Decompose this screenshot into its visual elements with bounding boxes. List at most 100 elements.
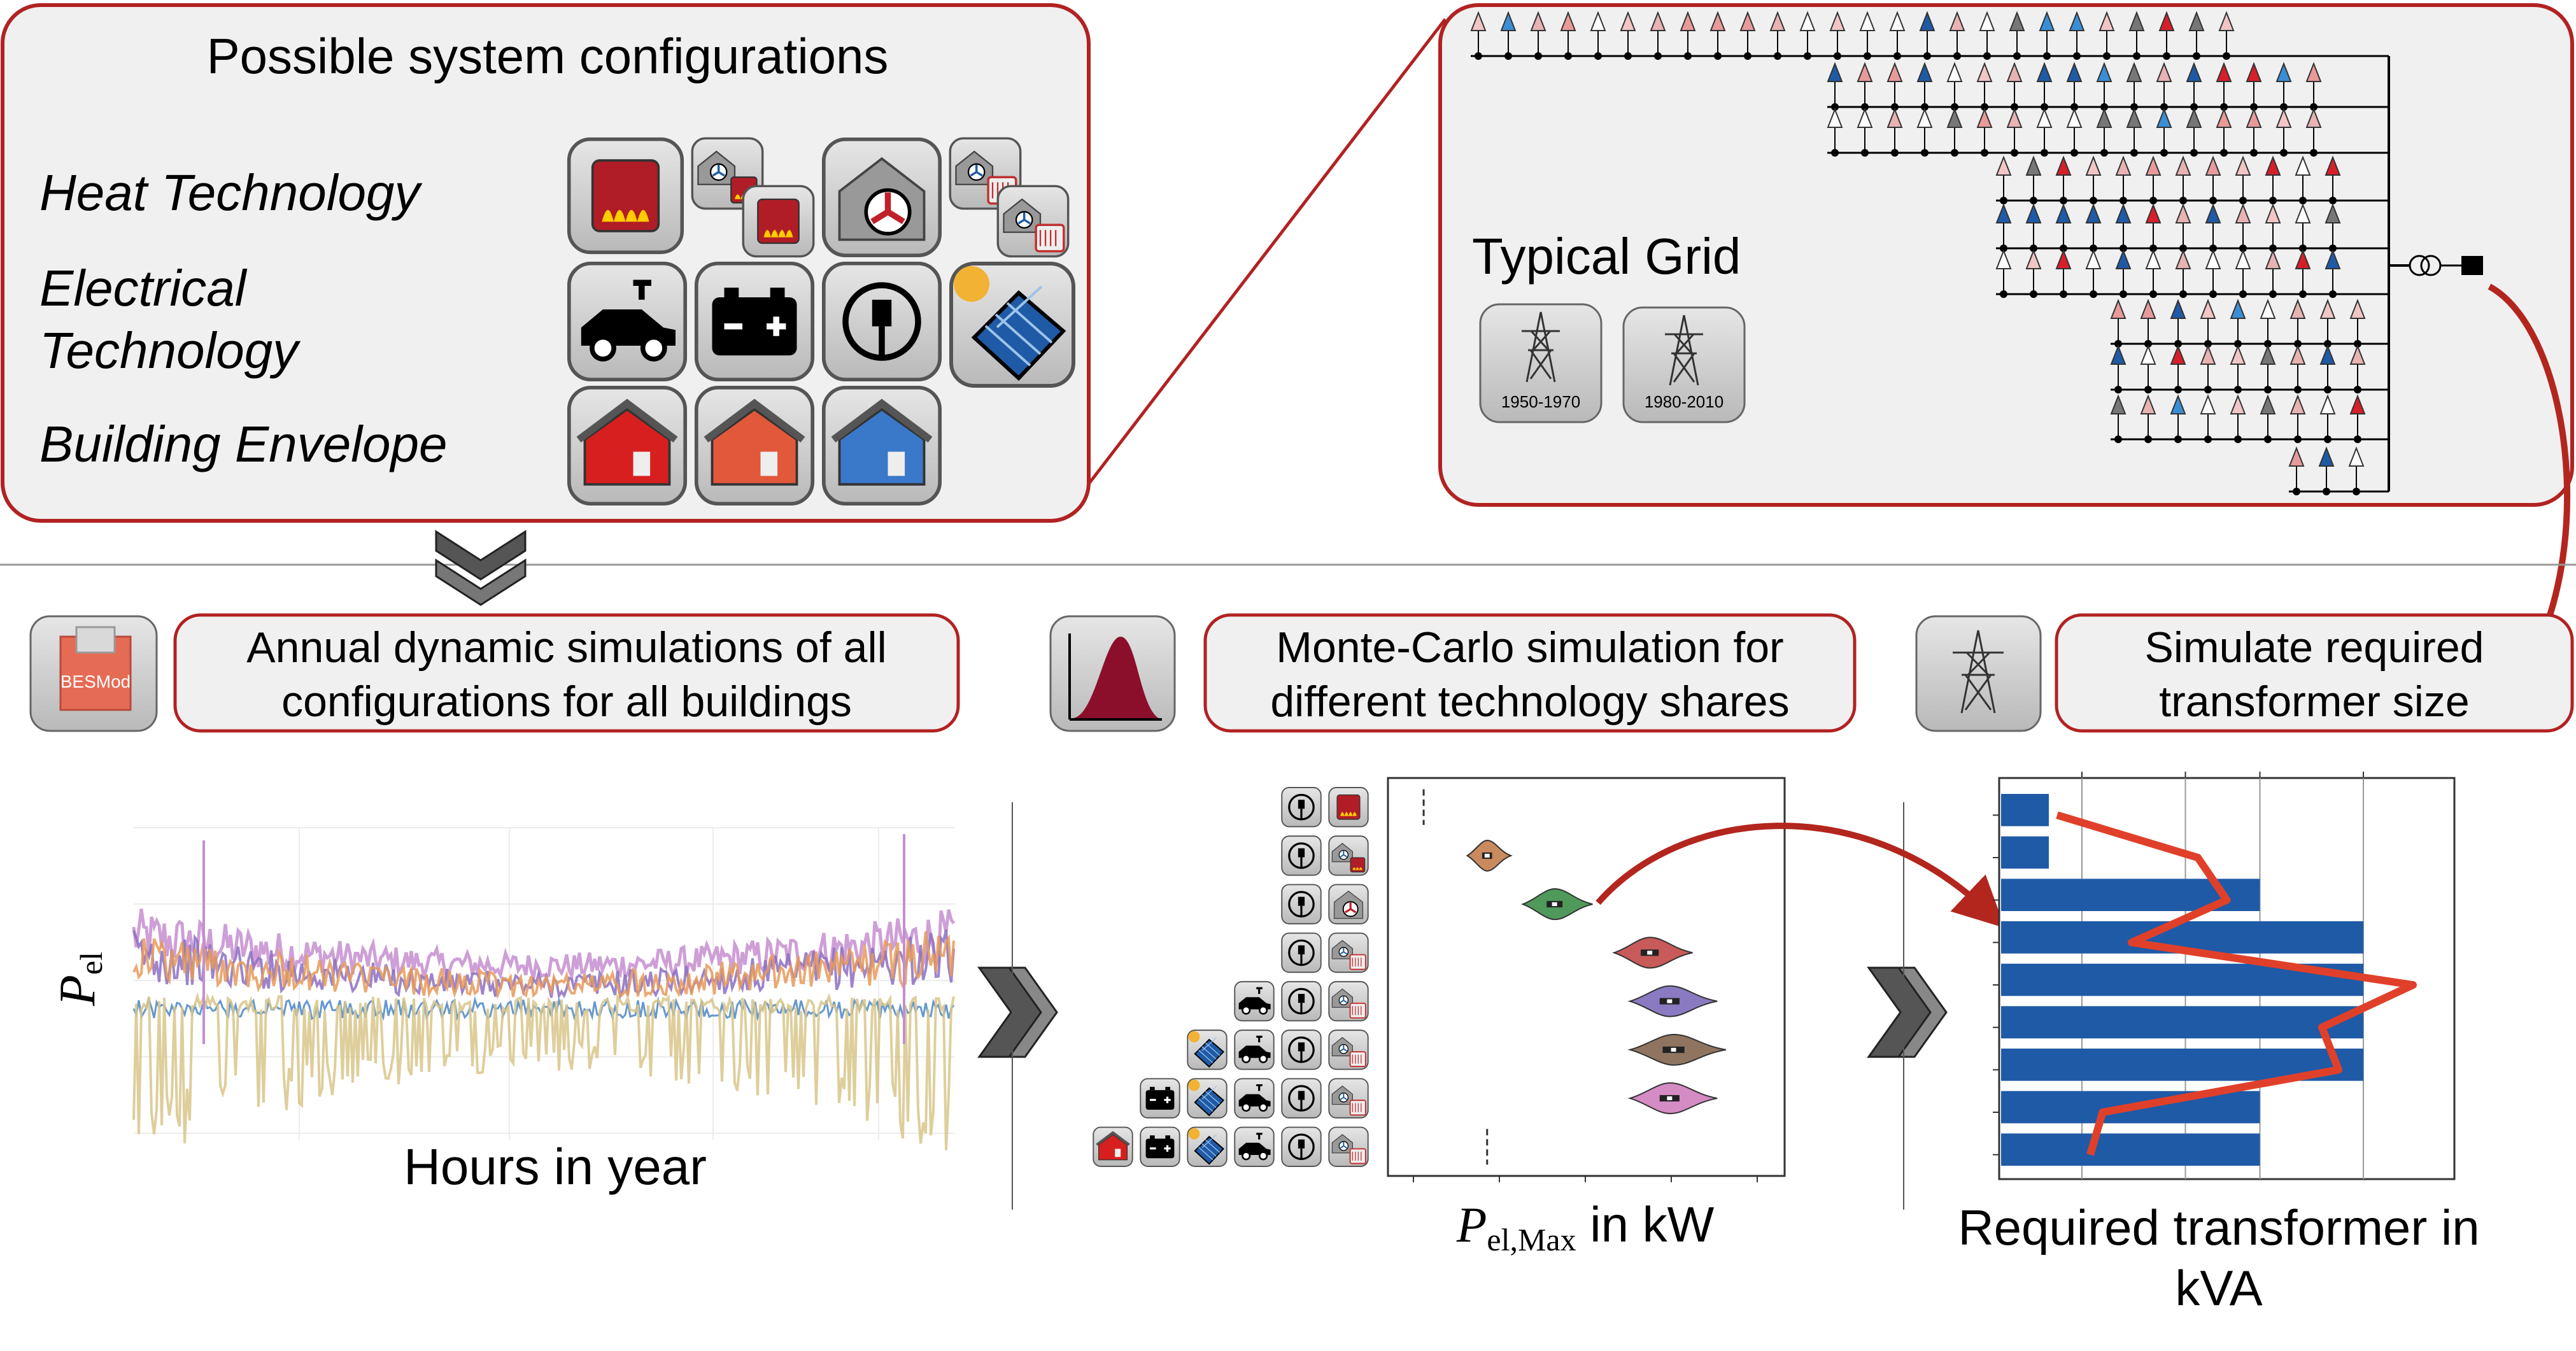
- battery-icon: [1140, 1078, 1180, 1119]
- timeseries-line: [132, 929, 955, 1001]
- gas-boiler-icon: [567, 137, 684, 255]
- timeseries-plot: Pel Hours in year: [50, 827, 956, 1195]
- violin-median: [1552, 902, 1557, 907]
- violin-to-bar-arrow: [1596, 823, 2006, 928]
- plug-icon: [1281, 835, 1322, 876]
- transformer-symbol: [2409, 255, 2483, 276]
- plug-icon: [1281, 884, 1322, 924]
- chevron-right-icon: [977, 966, 1058, 1058]
- electric-vehicle-icon: [567, 261, 688, 382]
- electric-vehicle-icon: [1234, 1126, 1275, 1167]
- heat-pump-with-electric-heater-icon: [1328, 932, 1369, 973]
- timeseries-series: [132, 834, 956, 1150]
- config-icon-grid: [567, 137, 1075, 506]
- transformer-chart: Required transformer in kVA: [1958, 772, 2480, 1316]
- besmod-logo-icon: BESMod: [29, 615, 158, 732]
- step-transformer-line-1: Simulate required: [2145, 623, 2484, 672]
- transmission-tower-icon: [1915, 615, 2042, 732]
- gas-boiler-icon: [1328, 787, 1369, 828]
- violin-median: [1667, 999, 1673, 1003]
- grid-option-label: 1980-2010: [1645, 392, 1723, 411]
- ylabel-main: P: [50, 975, 106, 1007]
- electric-vehicle-icon: [1234, 1078, 1275, 1119]
- plug-icon: [821, 261, 942, 382]
- violin-axes-frame: [1387, 777, 1786, 1177]
- timeseries-ylabel: Pel: [50, 952, 109, 1007]
- heat-pump-with-electric-heater-icon: [1328, 1126, 1369, 1167]
- bar-xlabel-line-1: Required transformer in: [1958, 1199, 2479, 1256]
- chevron-right-icon: [1867, 966, 1948, 1058]
- solar-panel-icon: [1187, 1126, 1228, 1167]
- gas-boiler-icon: [742, 185, 815, 258]
- step-simulation-line-1: Annual dynamic simulations of all: [246, 623, 886, 672]
- plug-icon: [1281, 980, 1322, 1022]
- svg-text:BESMod: BESMod: [60, 672, 131, 691]
- step-monte-carlo-line-2: different technology shares: [1270, 677, 1789, 726]
- red-house-icon: [567, 385, 688, 506]
- step-monte-carlo: Monte-Carlo simulation for different tec…: [1049, 613, 1857, 733]
- house-heat-pump-icon: [1328, 884, 1369, 924]
- house-heat-pump-icon: [821, 137, 942, 258]
- heat-pump-with-electric-heater-icon: [1328, 980, 1369, 1022]
- violin-rows: [1413, 789, 1758, 1182]
- heat-pump-with-boiler-icon: [1328, 835, 1369, 876]
- row-label-heat: Heat Technology: [39, 164, 423, 221]
- plug-icon: [1281, 932, 1322, 973]
- transmission-tower-icon: [1522, 311, 1560, 383]
- grid-network: [1470, 11, 2410, 495]
- bar: [2001, 794, 2049, 826]
- violin-config-icons: [1093, 787, 1369, 1167]
- config-panel-title: Possible system configurations: [207, 28, 889, 84]
- battery-icon: [694, 261, 815, 382]
- step-simulation: BESMod Annual dynamic simulations of all…: [29, 613, 960, 733]
- bar-xlabel-line-2: kVA: [2175, 1260, 2262, 1316]
- electric-vehicle-icon: [1234, 1029, 1275, 1070]
- timeseries-line: [132, 991, 955, 1150]
- violin-median: [1671, 1047, 1676, 1052]
- violin-xlabel: Pel,Max in kW: [1456, 1196, 1715, 1257]
- plug-icon: [1281, 787, 1322, 828]
- bar: [2001, 1133, 2260, 1166]
- battery-icon: [1140, 1126, 1180, 1167]
- bar: [2001, 1006, 2363, 1038]
- grid-panel-title: Typical Grid: [1472, 228, 1741, 285]
- solar-panel-icon: [949, 262, 1075, 388]
- row-label-electrical-2: Technology: [39, 322, 301, 379]
- step-transformer: Simulate required transformer size: [1915, 613, 2574, 733]
- step-monte-carlo-line-1: Monte-Carlo simulation for: [1276, 623, 1783, 672]
- blue-house-icon: [821, 385, 942, 506]
- heat-pump-with-electric-heater-icon: [1328, 1029, 1369, 1070]
- plug-icon: [1281, 1029, 1322, 1070]
- row-label-envelope: Building Envelope: [39, 416, 447, 472]
- heat-pump-with-electric-heater-icon: [1328, 1078, 1369, 1119]
- svg-text:Pel: Pel: [50, 952, 109, 1007]
- violin-median: [1667, 1096, 1673, 1101]
- chevron-down-icon: [435, 530, 527, 606]
- config-panel: Possible system configurations Heat Tech…: [1, 3, 1447, 523]
- orange-house-icon: [694, 385, 815, 506]
- timeseries-line: [132, 931, 955, 1000]
- grid-option-1980-2010[interactable]: 1980-2010: [1622, 306, 1746, 423]
- violin-chart: Pel,Max in kW: [1093, 777, 1786, 1257]
- red-house-icon: [1093, 1126, 1133, 1167]
- row-label-electrical-1: Electrical: [39, 260, 248, 316]
- timeseries-xlabel: Hours in year: [404, 1138, 707, 1195]
- electric-vehicle-icon: [1234, 980, 1275, 1022]
- step-transformer-line-2: transformer size: [2159, 677, 2469, 726]
- ylabel-sub: el: [73, 952, 109, 975]
- solar-panel-icon: [1187, 1078, 1228, 1119]
- plug-icon: [1281, 1126, 1322, 1167]
- distribution-curve-icon: [1049, 615, 1176, 732]
- grid-panel: Typical Grid 1950-1970 1980-2010: [1438, 3, 2574, 507]
- grid-option-1950-1970[interactable]: 1950-1970: [1479, 303, 1603, 423]
- step-simulation-line-2: configurations for all buildings: [281, 677, 852, 726]
- plug-icon: [1281, 1078, 1322, 1119]
- grid-option-label: 1950-1970: [1501, 392, 1580, 411]
- transmission-tower-icon: [1665, 315, 1703, 386]
- violin-median: [1647, 951, 1653, 955]
- transformer-line-series: [2056, 811, 2417, 1156]
- violin-median: [1484, 853, 1490, 858]
- heat-pump-with-electric-heater-icon: [996, 185, 1070, 258]
- solar-panel-icon: [1187, 1029, 1228, 1070]
